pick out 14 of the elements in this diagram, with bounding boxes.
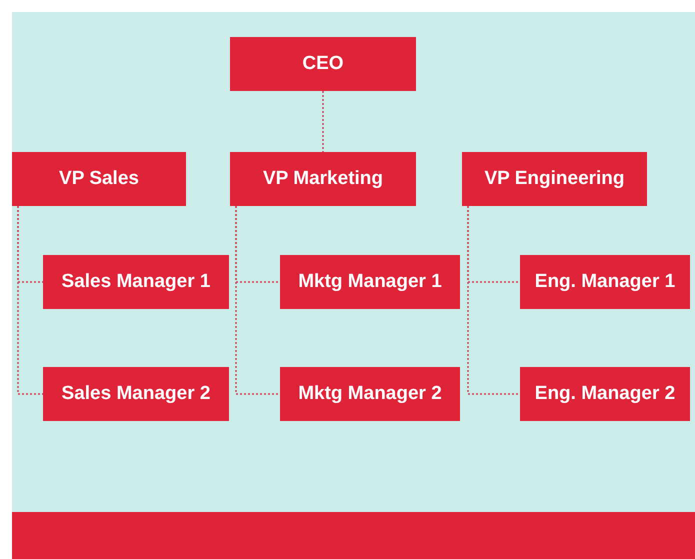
- position-box: VP Marketing: [230, 152, 416, 206]
- position-box: VP Engineering: [462, 152, 647, 206]
- connector-line: [17, 206, 43, 395]
- connector-line: [235, 206, 280, 395]
- position-box: VP Sales: [12, 152, 186, 206]
- connector-line: [467, 206, 520, 395]
- position-box: Eng. Manager 2: [520, 367, 690, 421]
- position-box: CEO: [230, 37, 416, 91]
- position-box: Sales Manager 1: [43, 255, 229, 309]
- position-box: Mktg Manager 1: [280, 255, 460, 309]
- position-box: Sales Manager 2: [43, 367, 229, 421]
- position-box: Eng. Manager 1: [520, 255, 690, 309]
- position-box: Mktg Manager 2: [280, 367, 460, 421]
- connector-line: [322, 91, 324, 152]
